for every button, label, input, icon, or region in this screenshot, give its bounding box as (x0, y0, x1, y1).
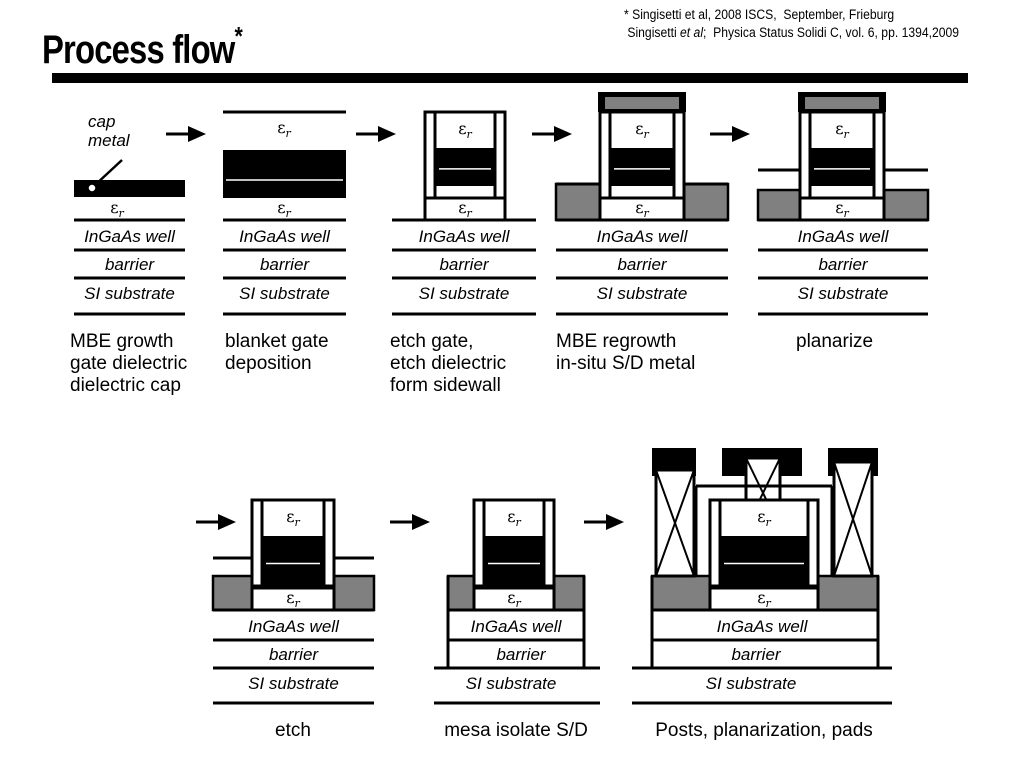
w-gate-metal (610, 148, 674, 186)
step-caption-line: etch (275, 720, 311, 741)
w-gate-metal (262, 536, 324, 586)
substrate-label: SI substrate (798, 284, 889, 303)
ingaas-well-label: InGaAs well (471, 617, 563, 636)
arrow-icon-3 (532, 126, 572, 142)
page-title: Process flow* (42, 8, 243, 78)
arrowhead (554, 126, 572, 142)
barrier-label: barrier (439, 255, 489, 274)
substrate-label: SI substrate (84, 284, 175, 303)
title-footnote-mark: * (234, 21, 243, 51)
barrier-label: barrier (105, 255, 155, 274)
ingaas-well-label: InGaAs well (798, 227, 890, 246)
cap-label: cap (88, 112, 115, 131)
ingaas-well-label: InGaAs well (717, 617, 809, 636)
w-gate-metal (435, 148, 495, 186)
substrate-label: SI substrate (419, 284, 510, 303)
substrate-label: SI substrate (597, 284, 688, 303)
title-text: Process flow (42, 28, 235, 72)
arrow-icon-7 (584, 514, 624, 530)
step-caption-line: in-situ S/D metal (556, 353, 695, 374)
arrowhead (188, 126, 206, 142)
step-caption-line: gate dielectric (70, 353, 187, 374)
arrowhead (732, 126, 750, 142)
post-cross (655, 469, 695, 577)
substrate-label: SI substrate (248, 674, 339, 693)
reference-line-1: * Singisetti et al, 2008 ISCS, September… (624, 7, 895, 22)
substrate-label: SI substrate (239, 284, 330, 303)
barrier-label: barrier (818, 255, 868, 274)
ingaas-well-label: InGaAs well (248, 617, 340, 636)
arrow-icon-5 (196, 514, 236, 530)
step-caption-line: MBE regrowth (556, 331, 676, 352)
arrow-icon-1 (166, 126, 206, 142)
gate-dielectric-eps: εr (277, 198, 291, 220)
arrow-icon-6 (390, 514, 430, 530)
ingaas-well-label: InGaAs well (239, 227, 331, 246)
step-caption-line: dielectric cap (70, 375, 181, 396)
title-rule (52, 73, 968, 83)
reference-line-2: Singisetti et al; Physica Status Solidi … (624, 25, 960, 40)
substrate-label: SI substrate (706, 674, 797, 693)
post-source (654, 468, 696, 578)
step-caption-line: Posts, planarization, pads (655, 720, 873, 741)
post-cross (833, 461, 873, 577)
step-caption-line: MBE growth (70, 331, 173, 352)
barrier-label: barrier (731, 645, 781, 664)
arrowhead (218, 514, 236, 530)
step-caption-line: form sidewall (390, 375, 501, 396)
barrier-label: barrier (617, 255, 667, 274)
step-caption-line: deposition (225, 353, 312, 374)
cap-eps: εr (277, 118, 291, 140)
barrier-label: barrier (496, 645, 546, 664)
arrow-icon-4 (710, 126, 750, 142)
barrier-label: barrier (269, 645, 319, 664)
reference-citations: * Singisetti et al, 2008 ISCS, September… (624, 6, 959, 42)
w-gate-label: W gate (257, 158, 311, 177)
arrowhead (378, 126, 396, 142)
step-caption-line: planarize (796, 331, 873, 352)
step-caption-line: etch dielectric (390, 353, 506, 374)
step-caption-line: blanket gate (225, 331, 329, 352)
w-gate-metal (810, 148, 874, 186)
cap-metal-layer (74, 180, 185, 197)
ingaas-well-label: InGaAs well (419, 227, 511, 246)
arrow-icon-2 (356, 126, 396, 142)
step-caption-line: mesa isolate S/D (444, 720, 588, 741)
w-gate-layer (223, 150, 346, 198)
metal-label: metal (88, 131, 131, 150)
arrowhead (412, 514, 430, 530)
substrate-label: SI substrate (466, 674, 557, 693)
cap-metal-dot (87, 183, 97, 193)
sd-metal-cap-fill (805, 97, 879, 109)
arrowhead (606, 514, 624, 530)
w-gate-metal (720, 536, 808, 586)
sd-metal-cap-fill (605, 97, 679, 109)
post-drain (832, 460, 874, 578)
barrier-label: barrier (260, 255, 310, 274)
w-gate-metal (484, 536, 544, 586)
step-caption-line: etch gate, (390, 331, 473, 352)
ingaas-well-label: InGaAs well (84, 227, 176, 246)
dielectric-eps: εr (110, 198, 124, 220)
ingaas-well-label: InGaAs well (597, 227, 689, 246)
